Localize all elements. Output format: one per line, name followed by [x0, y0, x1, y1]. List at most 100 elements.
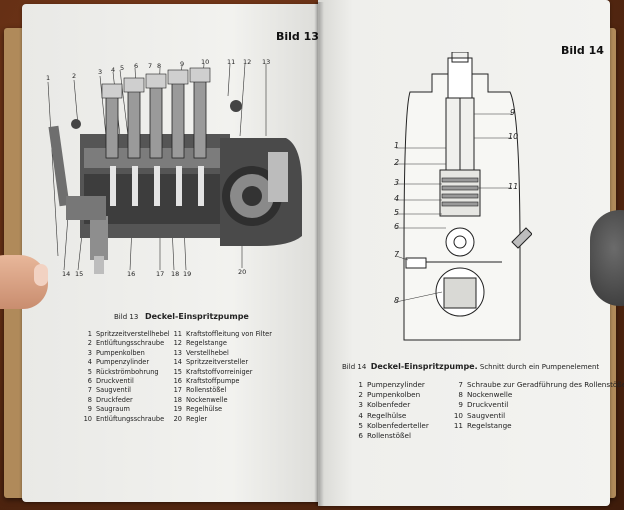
- legend-number: 4: [358, 410, 363, 420]
- legend-number: 9: [87, 405, 92, 414]
- legend-number: 7: [458, 380, 463, 389]
- legend-text: Schraube zur Geradführung des Rollenstöß…: [467, 380, 624, 389]
- legend-item: 16 Kraftstoffpumpe: [172, 377, 272, 386]
- legend-number: 4: [87, 358, 92, 367]
- legend-text: Regelhülse: [186, 405, 223, 414]
- legend-item: 6 Rollenstößel: [352, 431, 429, 441]
- legend-text: Saugraum: [96, 405, 130, 414]
- legend-text: Kolbenfeder: [367, 400, 411, 410]
- legend-item: 11 Kraftstoffleitung von Filter: [172, 330, 272, 339]
- left-caption-label: Bild 13: [114, 313, 139, 321]
- right-caption-label: Bild 14: [342, 363, 367, 371]
- legend-number: 6: [358, 431, 363, 441]
- right-callout-11: 11: [508, 182, 519, 191]
- right-callout-8: 8: [394, 296, 400, 305]
- legend-item: 18 Nockenwelle: [172, 396, 272, 405]
- right-callout-1: 1: [394, 141, 400, 150]
- legend-text: Druckventil: [467, 400, 509, 410]
- legend-text: Kraftstoffpumpe: [186, 377, 240, 386]
- callout-5: 5: [120, 64, 125, 72]
- legend-number: 16: [173, 377, 182, 386]
- legend-text: Verstellhebel: [186, 348, 229, 357]
- callout-9: 9: [180, 60, 185, 68]
- legend-item: 2 Entlüftungsschraube: [82, 339, 170, 348]
- right-legend-col1: 1 Pumpenzylinder 2 Pumpenkolben 3 Kolbenfeder…: [352, 380, 429, 441]
- legend-number: 5: [87, 367, 92, 376]
- legend-item: 3 Kolbenfeder: [352, 400, 429, 410]
- legend-number: 17: [173, 386, 182, 395]
- legend-text: Entlüftungsschraube: [96, 414, 165, 423]
- right-figure-caption: Bild 14 Deckel-Einspritzpumpe. Schnitt d…: [342, 362, 599, 371]
- legend-number: 14: [173, 358, 182, 367]
- callout-10: 10: [201, 58, 210, 66]
- legend-number: 18: [173, 395, 182, 404]
- legend-text: Kraftstoffleitung von Filter: [186, 330, 272, 338]
- legend-item: 4 Regelhülse: [352, 411, 429, 421]
- legend-number: 7: [87, 386, 92, 395]
- legend-text: Saugventil: [467, 410, 506, 420]
- callout-16: 16: [127, 270, 136, 278]
- legend-item: 15 Kraftstoffvorreiniger: [172, 368, 272, 377]
- callout-6: 6: [134, 62, 139, 70]
- callout-11: 11: [227, 58, 236, 66]
- left-caption-title: Deckel-Einspritzpumpe: [144, 312, 249, 321]
- legend-number: 6: [87, 377, 92, 386]
- thumbnail: [34, 264, 48, 286]
- callout-7: 7: [148, 62, 153, 70]
- legend-number: 10: [83, 414, 92, 423]
- legend-item: 19 Regelhülse: [172, 405, 272, 414]
- legend-item: 9 Druckventil: [452, 400, 572, 410]
- right-callout-4: 4: [394, 194, 400, 203]
- legend-number: 12: [173, 339, 182, 348]
- legend-number: 11: [173, 330, 182, 338]
- legend-number: 3: [358, 400, 363, 410]
- legend-text: Regelstange: [467, 420, 512, 430]
- callout-18: 18: [171, 270, 180, 278]
- legend-number: 15: [173, 367, 182, 376]
- right-page-heading: Bild 14: [561, 44, 604, 57]
- right-callout-5: 5: [394, 208, 400, 217]
- legend-text: Nockenwelle: [186, 395, 228, 404]
- legend-number: 8: [87, 395, 92, 404]
- legend-text: Regelhülse: [367, 410, 407, 420]
- legend-text: Rückströmbohrung: [96, 367, 159, 376]
- legend-number: 10: [453, 410, 463, 420]
- callout-12: 12: [243, 58, 252, 66]
- legend-number: 1: [87, 330, 92, 338]
- right-callout-2: 2: [394, 158, 400, 167]
- legend-number: 1: [358, 380, 363, 389]
- legend-number: 3: [87, 348, 92, 357]
- legend-text: Regelstange: [186, 339, 227, 348]
- legend-text: Rollenstößel: [367, 431, 411, 441]
- right-callout-3: 3: [394, 178, 400, 187]
- callout-14: 14: [62, 270, 71, 278]
- page-weight: [590, 210, 624, 306]
- callout-20: 20: [238, 268, 247, 276]
- legend-number: 2: [358, 390, 363, 400]
- legend-number: 9: [458, 400, 463, 410]
- legend-text: Pumpenzylinder: [367, 380, 425, 389]
- right-callout-9: 9: [510, 108, 516, 117]
- legend-text: Kraftstoffvorreiniger: [186, 367, 253, 376]
- legend-item: 12 Regelstange: [172, 339, 272, 348]
- pump-illustration: [47, 63, 302, 274]
- legend-text: Pumpenkolben: [367, 390, 421, 400]
- legend-number: 2: [87, 339, 92, 348]
- legend-number: 20: [173, 414, 182, 423]
- legend-number: 13: [173, 348, 182, 357]
- legend-item: 7 Schraube zur Geradführung des Rollenstö…: [452, 380, 624, 390]
- right-caption-title: Deckel-Einspritzpumpe.: [370, 362, 478, 371]
- legend-number: 19: [173, 405, 182, 414]
- legend-item: 14 Spritzzeitversteller: [172, 358, 272, 367]
- legend-text: Entlüftungsschraube: [96, 339, 165, 348]
- legend-text: Spritzzeitversteller: [186, 358, 249, 367]
- legend-item: 10 Entlüftungsschraube: [82, 415, 170, 424]
- legend-text: Druckventil: [96, 377, 134, 386]
- legend-number: 8: [458, 390, 463, 400]
- right-callout-6: 6: [394, 222, 400, 231]
